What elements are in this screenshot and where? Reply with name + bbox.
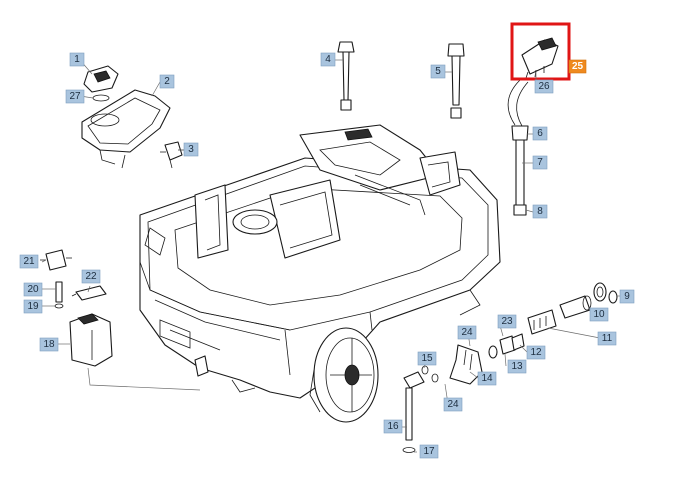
svg-text:5: 5 [435, 66, 441, 77]
callout-23: 23 [497, 314, 517, 329]
part-pipe-14-24 [449, 344, 483, 385]
callout-3: 3 [183, 142, 199, 157]
callout-27: 27 [65, 89, 85, 104]
callout-7: 7 [532, 155, 548, 170]
part-cap-1 [83, 65, 119, 102]
svg-text:13: 13 [511, 361, 523, 372]
callout-24-upper: 24 [457, 325, 477, 340]
svg-text:22: 22 [85, 271, 97, 282]
svg-text:2: 2 [164, 76, 170, 87]
part-lance-15-16-17 [402, 365, 439, 453]
part-fitting-12-13-23 [488, 333, 525, 359]
callout-6: 6 [532, 126, 548, 141]
main-housing [139, 124, 501, 399]
callout-1: 1 [69, 52, 85, 67]
svg-text:21: 21 [23, 256, 35, 267]
part-bracket-22 [71, 285, 107, 301]
svg-text:18: 18 [43, 339, 55, 350]
part-small-19-20 [54, 281, 64, 309]
callout-13: 13 [507, 359, 527, 374]
part-valve-3 [160, 141, 186, 169]
callout-5: 5 [430, 64, 446, 79]
part-tank-2 [81, 89, 171, 169]
svg-text:20: 20 [27, 284, 39, 295]
svg-text:12: 12 [530, 347, 542, 358]
svg-text:16: 16 [387, 421, 399, 432]
callout-9: 9 [619, 289, 635, 304]
callout-22: 22 [81, 269, 101, 284]
callout-2: 2 [159, 74, 175, 89]
svg-text:27: 27 [69, 91, 81, 102]
callout-14: 14 [477, 371, 497, 386]
callout-10: 10 [589, 307, 609, 322]
svg-text:10: 10 [593, 309, 605, 320]
callout-26: 26 [534, 79, 554, 94]
svg-text:11: 11 [602, 333, 613, 344]
part-float-18 [69, 313, 113, 367]
svg-text:15: 15 [421, 353, 433, 364]
callout-8: 8 [532, 204, 548, 219]
callout-17: 17 [419, 444, 439, 459]
svg-text:26: 26 [538, 81, 550, 92]
svg-text:3: 3 [188, 144, 194, 155]
svg-text:19: 19 [27, 301, 39, 312]
part-hose-6-7-8 [507, 79, 529, 216]
svg-text:9: 9 [624, 291, 630, 302]
callout-20: 20 [23, 282, 43, 297]
callout-12: 12 [526, 345, 546, 360]
svg-text:24: 24 [461, 327, 473, 338]
part-switch-25 [521, 37, 559, 79]
callout-15: 15 [417, 351, 437, 366]
svg-text:14: 14 [481, 373, 493, 384]
callout-19: 19 [23, 299, 43, 314]
svg-text:23: 23 [501, 316, 513, 327]
callout-16: 16 [383, 419, 403, 434]
svg-text:25: 25 [572, 61, 584, 72]
callout-21: 21 [19, 254, 39, 269]
callout-25: 25 [568, 59, 587, 74]
svg-text:6: 6 [537, 128, 543, 139]
selection-highlight-frame [510, 22, 571, 81]
svg-text:7: 7 [537, 157, 543, 168]
callout-4: 4 [320, 52, 336, 67]
part-pin-5 [447, 43, 465, 119]
wheel [309, 327, 379, 423]
svg-text:8: 8 [537, 206, 543, 217]
part-valve-21 [40, 249, 72, 271]
svg-text:17: 17 [423, 446, 435, 457]
svg-text:4: 4 [325, 54, 331, 65]
part-pin-4 [337, 41, 355, 111]
svg-text:1: 1 [74, 54, 80, 65]
callout-18: 18 [39, 337, 59, 352]
svg-text:24: 24 [447, 399, 459, 410]
callout-24-lower: 24 [443, 397, 463, 412]
callout-11: 11 [597, 331, 617, 346]
callout-labels: 1 2 3 4 5 6 7 8 9 10 11 12 13 14 15 16 1… [19, 52, 635, 459]
